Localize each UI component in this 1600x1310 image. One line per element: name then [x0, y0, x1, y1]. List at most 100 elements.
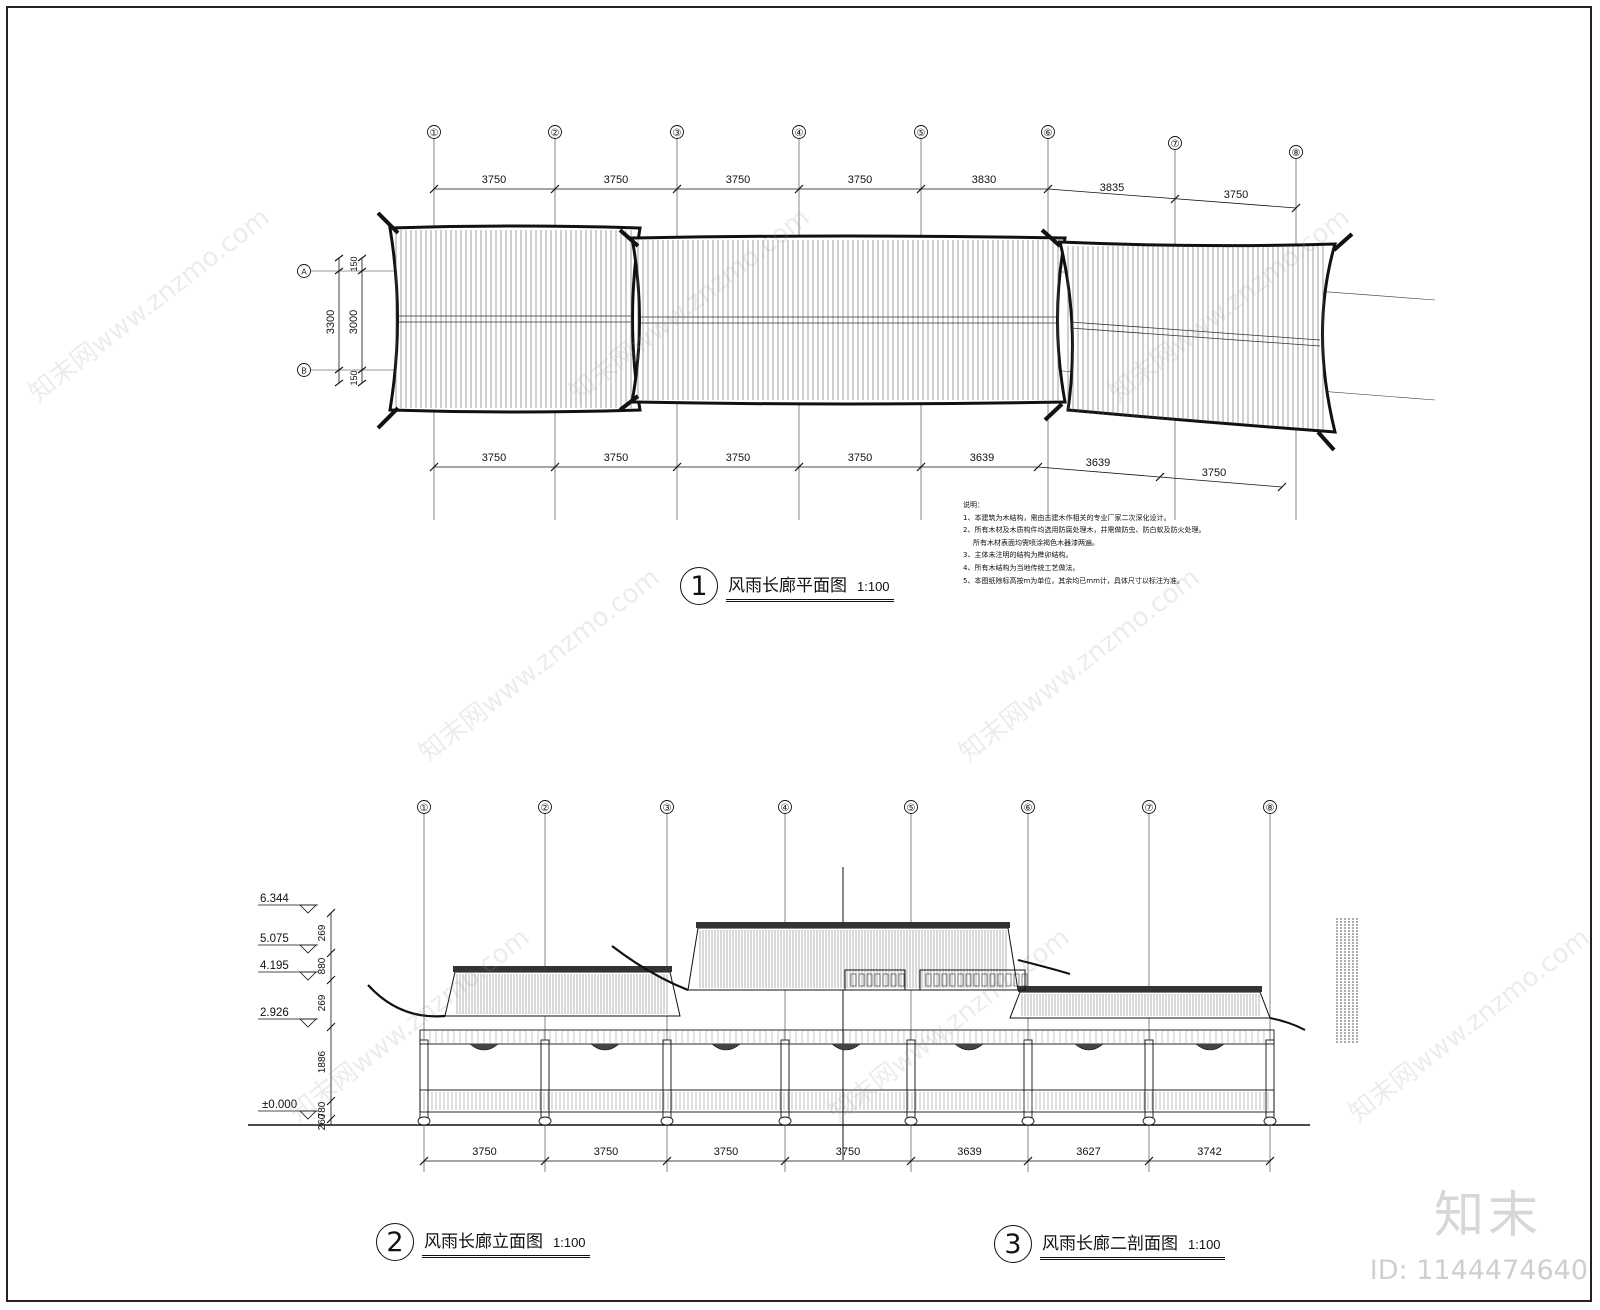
dim-tick: [1043, 184, 1053, 194]
plan-bottom-dimension: 3639: [970, 452, 994, 464]
dim-tick: [550, 462, 560, 472]
section-title-text: 风雨长廊二剖面图: [1042, 1233, 1178, 1254]
plan-axis-bubble: [792, 125, 806, 139]
plan-title-number: 1: [680, 567, 718, 605]
plan-title: 风雨长廊平面图 1:100: [726, 571, 894, 602]
plan-axis-bubble: [1289, 145, 1303, 159]
note-item-4: 4、所有木结构为当地传统工艺做法。: [963, 563, 1080, 572]
plan-axis-label: ⑦: [1171, 139, 1180, 150]
plan-scale: 1:100: [857, 578, 890, 594]
plan-title-text: 风雨长廊平面图: [728, 575, 847, 596]
note-item-2b: 所有木材表面均需喷涂褐色木器漆两遍。: [973, 538, 1099, 547]
plan-bottom-dimension: 3750: [848, 452, 872, 464]
plan-axis-label: ①: [430, 128, 439, 139]
roof-flying-eave: [1040, 228, 1062, 248]
dim-tick: [429, 184, 439, 194]
plan-axis-bubble: [1168, 136, 1182, 150]
plan-bottom-dimension: 3750: [1202, 467, 1226, 479]
plan-axis-label: ③: [673, 128, 682, 139]
plan-row-label: A: [301, 268, 307, 277]
plan-axis-label: ⑤: [917, 128, 926, 139]
level-label-6344: 6.344: [260, 893, 289, 905]
roof-segment-west: [388, 224, 642, 414]
plan-side-dimension: 150: [349, 256, 359, 271]
plan-row-bubble: [297, 363, 311, 377]
plan-axis-bubble: [548, 125, 562, 139]
roof-flying-eave: [1332, 232, 1354, 252]
roof-flying-eave: [376, 211, 400, 235]
dim-tick: [357, 254, 367, 262]
dim-tick: [357, 267, 367, 275]
level-label-zero: ±0.000: [262, 1099, 298, 1111]
plan-row-label: B: [301, 367, 306, 376]
roof-outline: [630, 234, 1067, 406]
plan-top-dimension: 3750: [726, 174, 750, 186]
dim-tick: [672, 462, 682, 472]
plan-top-dimension: 3750: [848, 174, 872, 186]
plan-axis-label: ④: [795, 128, 804, 139]
dim-tick: [550, 184, 560, 194]
roof-segment-east: [1058, 240, 1338, 434]
plan-side-dimension: 150: [349, 370, 359, 385]
plan-axis-bubble: [427, 125, 441, 139]
dim-tick: [334, 267, 344, 275]
note-item-3: 3、主体未注明的结构为榫卯结构。: [963, 551, 1073, 560]
roof-flying-eave: [1316, 430, 1336, 452]
dim-tick: [916, 462, 926, 472]
roof-segment-middle: [630, 234, 1067, 406]
brand-logo: 知末: [1434, 1186, 1542, 1244]
notes-heading: 说明：: [963, 501, 984, 509]
plan-title-block: 1 风雨长廊平面图 1:100: [680, 567, 894, 605]
dim-tick: [672, 184, 682, 194]
dim-tick: [334, 254, 344, 262]
roof-ridge: [1069, 321, 1321, 341]
roof-flying-eave: [1043, 402, 1064, 422]
brand-id: ID: 1144474640: [1369, 1255, 1588, 1286]
roof-flying-eave: [376, 406, 400, 430]
plan-top-dimension: 3750: [482, 174, 506, 186]
plan-axis-label: ②: [551, 128, 560, 139]
level-label-4195: 4.195: [260, 960, 289, 972]
dim-tick: [334, 366, 344, 374]
plan-top-dimension: 3750: [604, 174, 628, 186]
plan-row-bubble: [297, 264, 311, 278]
dim-tick: [357, 379, 367, 387]
level-label-2926: 2.926: [260, 1007, 289, 1019]
plan-bottom-dimension: 3750: [604, 452, 628, 464]
plan-bottom-dimension: 3639: [1086, 457, 1110, 469]
elevation-scale: 1:100: [553, 1234, 586, 1250]
plan-axis-label: ⑥: [1044, 128, 1053, 139]
roof-flying-eave: [618, 228, 640, 248]
dim-tick: [1277, 482, 1287, 492]
dim-line: [1047, 188, 1297, 209]
plan-top-dimension: 3830: [972, 174, 996, 186]
elevation-title-text: 风雨长廊立面图: [424, 1231, 543, 1252]
section-title-block: 3 风雨长廊二剖面图 1:100: [994, 1225, 1225, 1263]
note-item-2: 2、所有木材及木质构件均选用防腐处理木，并需做防虫、防白蚁及防火处理。: [963, 526, 1206, 535]
dim-tick: [429, 462, 439, 472]
plan-bottom-dimension: 3750: [726, 452, 750, 464]
dim-tick: [334, 379, 344, 387]
plan-axis-bubble: [670, 125, 684, 139]
drawing-frame: [6, 6, 1592, 1302]
dim-tick: [1170, 194, 1180, 204]
dim-tick: [794, 184, 804, 194]
plan-axis-bubble: [914, 125, 928, 139]
dim-tick: [794, 462, 804, 472]
note-item-1: 1、本建筑为木结构，需由古建木作相关的专业厂家二次深化设计。: [963, 513, 1171, 522]
design-notes: 说明： 1、本建筑为木结构，需由古建木作相关的专业厂家二次深化设计。 2、所有木…: [963, 499, 1223, 587]
plan-bottom-dimension: 3750: [482, 452, 506, 464]
plan-side-dimension: 3000: [348, 310, 360, 334]
section-title-number: 3: [994, 1225, 1032, 1263]
section-title: 风雨长廊二剖面图 1:100: [1040, 1229, 1225, 1260]
dim-tick: [357, 366, 367, 374]
dim-tick: [1155, 472, 1165, 482]
dim-tick: [1291, 203, 1301, 213]
plan-top-dimension: 3750: [1224, 189, 1248, 201]
section-scale: 1:100: [1188, 1236, 1221, 1252]
plan-axis-label: ⑧: [1292, 148, 1301, 159]
note-item-5: 5、本图纸除标高按m为单位，其余均已mm计，具体尺寸以标注为准。: [963, 576, 1184, 585]
plan-side-dimension: 3300: [325, 310, 337, 334]
